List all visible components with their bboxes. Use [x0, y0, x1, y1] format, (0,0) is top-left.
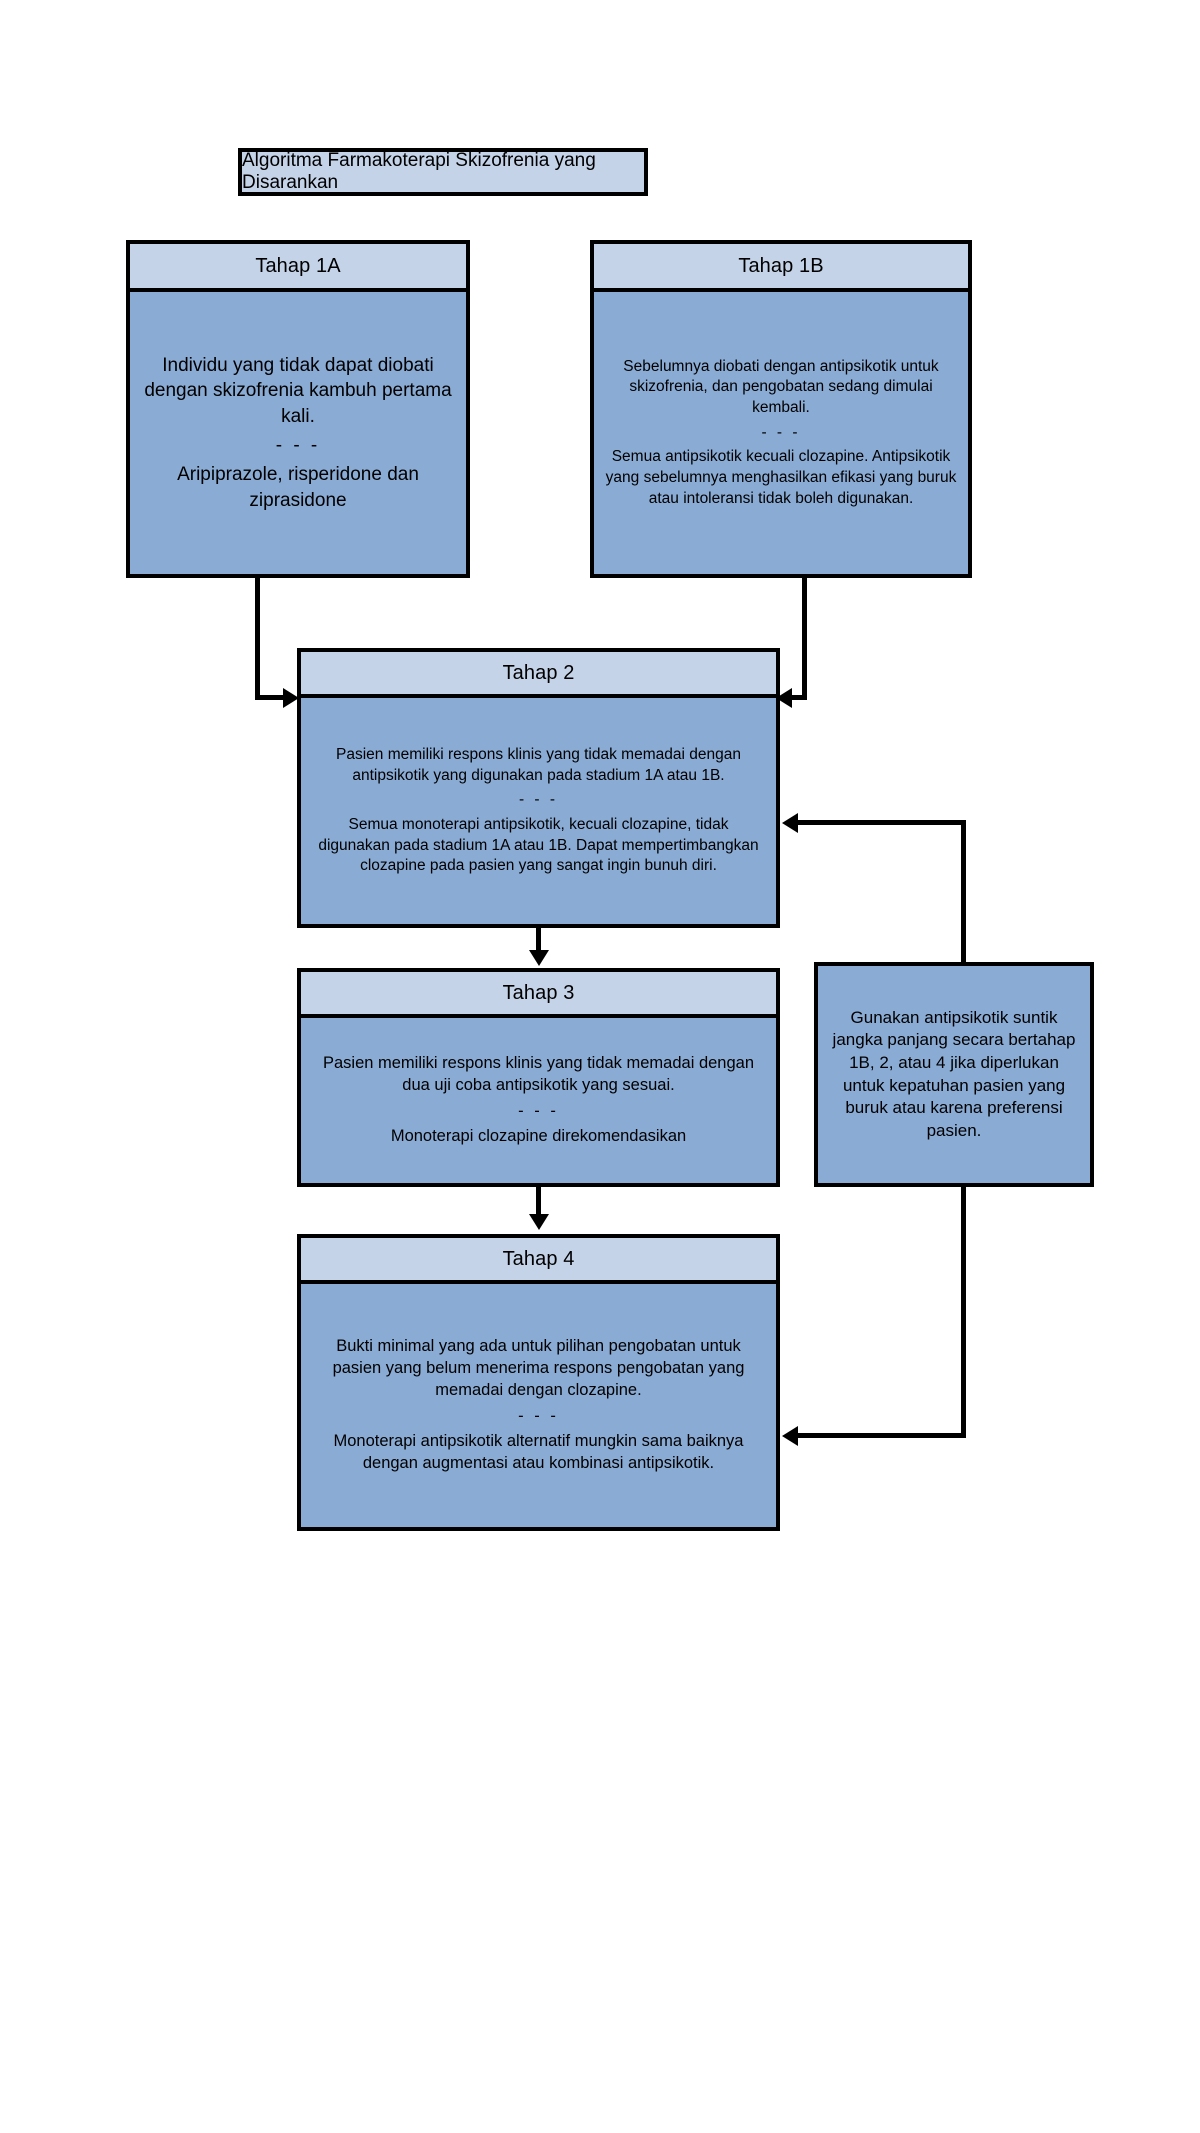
node-stage-1a-body: Individu yang tidak dapat diobati dengan…	[130, 292, 466, 574]
diagram-title: Algoritma Farmakoterapi Skizofrenia yang…	[238, 148, 648, 196]
node-stage-2-separator: - - -	[518, 791, 559, 809]
node-stage-4-header: Tahap 4	[301, 1238, 776, 1284]
node-stage-3-body-bottom: Monoterapi clozapine direkomendasikan	[390, 1127, 687, 1146]
connector-1b-to-2-vertical	[802, 574, 807, 700]
node-stage-4-separator: - - -	[518, 1406, 559, 1425]
node-stage-1a: Tahap 1A Individu yang tidak dapat dioba…	[126, 240, 470, 578]
connector-1a-to-2-horizontal	[255, 695, 285, 700]
node-stage-3-separator: - - -	[518, 1101, 559, 1120]
node-stage-1b: Tahap 1B Sebelumnya diobati dengan antip…	[590, 240, 972, 578]
node-stage-2-body-bottom: Semua monoterapi antipsikotik, kecuali c…	[318, 816, 759, 875]
node-stage-1b-body-bottom: Semua antipsikotik kecuali clozapine. An…	[605, 448, 957, 507]
connector-2-to-3-vertical	[536, 928, 541, 954]
node-stage-4-body-top: Bukti minimal yang ada untuk pilihan pen…	[332, 1336, 745, 1399]
node-stage-1b-header: Tahap 1B	[594, 244, 968, 292]
node-long-acting-injectable-text: Gunakan antipsikotik suntik jangka panja…	[832, 1007, 1076, 1140]
node-long-acting-injectable: Gunakan antipsikotik suntik jangka panja…	[814, 962, 1094, 1187]
arrowhead-2-to-3	[528, 950, 549, 966]
node-stage-4-body-bottom: Monoterapi antipsikotik alternatif mungk…	[333, 1432, 744, 1473]
arrowhead-1a-to-2	[283, 687, 299, 708]
node-stage-3-body: Pasien memiliki respons klinis yang tida…	[301, 1018, 776, 1183]
arrowhead-3-to-4	[528, 1214, 549, 1230]
node-stage-3-body-top: Pasien memiliki respons klinis yang tida…	[322, 1053, 755, 1094]
connector-1a-to-2-vertical	[255, 574, 260, 700]
arrowhead-lai-to-4	[782, 1425, 798, 1446]
node-stage-1b-body-top: Sebelumnya diobati dengan antipsikotik u…	[623, 357, 939, 417]
node-stage-3: Tahap 3 Pasien memiliki respons klinis y…	[297, 968, 780, 1187]
node-stage-1b-body: Sebelumnya diobati dengan antipsikotik u…	[594, 292, 968, 574]
diagram-title-text: Algoritma Farmakoterapi Skizofrenia yang…	[242, 150, 596, 193]
node-stage-1a-separator: - - -	[275, 435, 321, 456]
connector-lai-to-2-horizontal	[798, 820, 966, 825]
node-stage-1a-header: Tahap 1A	[130, 244, 466, 292]
node-stage-4: Tahap 4 Bukti minimal yang ada untuk pil…	[297, 1234, 780, 1531]
connector-3-to-4-vertical	[536, 1187, 541, 1217]
node-stage-2: Tahap 2 Pasien memiliki respons klinis y…	[297, 648, 780, 928]
connector-1b-to-2-horizontal	[792, 695, 807, 700]
connector-lai-to-2-vertical	[961, 820, 966, 965]
node-stage-3-header: Tahap 3	[301, 972, 776, 1018]
connector-lai-to-4-horizontal	[798, 1433, 966, 1438]
node-stage-1a-body-top: Individu yang tidak dapat diobati dengan…	[144, 355, 452, 427]
arrowhead-lai-to-2	[782, 812, 798, 833]
node-stage-2-body: Pasien memiliki respons klinis yang tida…	[301, 698, 776, 924]
node-stage-4-body: Bukti minimal yang ada untuk pilihan pen…	[301, 1284, 776, 1527]
node-stage-1a-body-bottom: Aripiprazole, risperidone dan ziprasidon…	[177, 464, 419, 511]
connector-lai-to-4-vertical	[961, 1185, 966, 1438]
node-stage-2-body-top: Pasien memiliki respons klinis yang tida…	[336, 746, 741, 784]
node-stage-1b-separator: - - -	[761, 423, 801, 441]
node-stage-2-header: Tahap 2	[301, 652, 776, 698]
arrowhead-1b-to-2	[776, 687, 792, 708]
node-long-acting-injectable-body: Gunakan antipsikotik suntik jangka panja…	[818, 966, 1090, 1183]
